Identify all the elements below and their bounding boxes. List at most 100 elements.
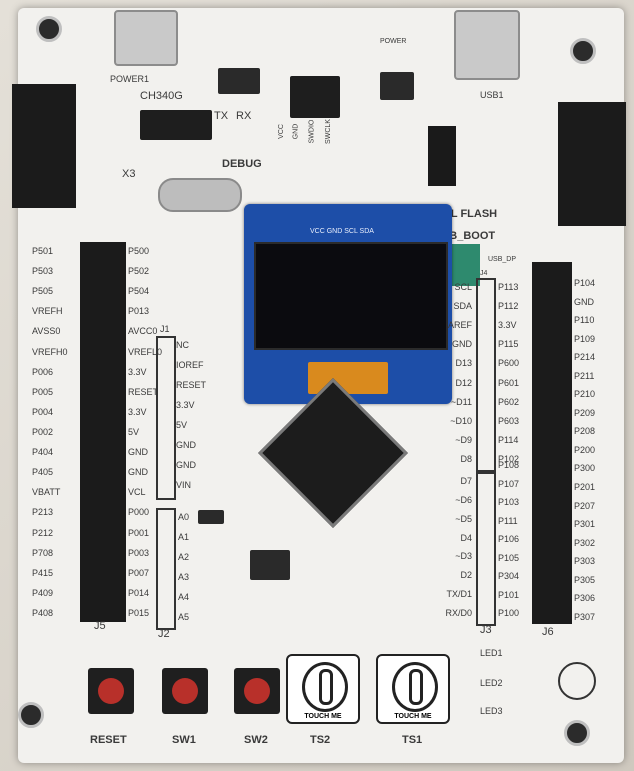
pin-label: P300	[574, 463, 596, 474]
pin-label: P112	[498, 301, 519, 312]
j4-header	[476, 278, 496, 472]
pin-label: GND	[176, 460, 196, 470]
mount-hole	[570, 38, 596, 64]
pin-label: 3.3V	[176, 400, 195, 410]
pin-label: P307	[574, 611, 596, 622]
pin-label: P207	[574, 500, 596, 511]
right-header	[558, 102, 626, 226]
pin-label: D7	[460, 476, 472, 486]
sw2-label: SW2	[244, 734, 268, 746]
oled-ribbon	[450, 244, 480, 286]
pin-label: P415	[32, 567, 54, 578]
pin-label: P504	[128, 286, 150, 297]
pin-label: P502	[128, 266, 150, 277]
pin-label: GND	[574, 296, 594, 307]
pin-label: D4	[460, 532, 472, 543]
pin-label: RESET	[176, 380, 207, 390]
j3-labels: D7 ~D6 ~D5 D4 ~D3 D2 TX/D1 RX/D0	[424, 476, 472, 618]
pin-label: P602	[498, 396, 520, 407]
pin-label: 5V	[176, 420, 188, 430]
mount-hole	[18, 702, 44, 728]
pin-label: ~D9	[455, 434, 472, 445]
reset-label: RESET	[90, 734, 127, 746]
logo-icon	[558, 662, 596, 700]
touch-sensor-ts2[interactable]: TOUCH ME	[286, 654, 360, 724]
pin-label: P305	[574, 574, 596, 585]
pin-label: P006	[32, 366, 54, 377]
pin-label: P408	[32, 607, 54, 618]
pin-label: TX/D1	[446, 589, 472, 600]
touch-icon	[392, 662, 438, 712]
pin-label: VREFL0	[128, 346, 163, 357]
gnd-label: GND	[292, 123, 300, 140]
pin-label: P103	[498, 497, 520, 507]
pin-label: RESET	[128, 386, 159, 397]
pin-label: P013	[128, 306, 150, 317]
pin-label: P003	[128, 547, 150, 558]
touch-sensor-ts1[interactable]: TOUCH ME	[376, 654, 450, 724]
pin-label: P106	[498, 534, 520, 544]
j6-header	[532, 262, 572, 624]
pin-label: AVSS0	[32, 326, 61, 337]
crystal-x1	[198, 510, 224, 524]
pin-label: SCL	[454, 282, 472, 292]
j4-right-labels: P113 P112 3.3V P115 P600 P601 P602 P603 …	[498, 282, 528, 464]
pin-label: VIN	[176, 480, 192, 490]
vcc-label: VCC	[277, 124, 285, 139]
sw2-button[interactable]	[234, 668, 280, 714]
j1-header	[156, 336, 176, 500]
pin-label: P110	[574, 315, 595, 326]
pin-label: P603	[498, 415, 520, 426]
pin-label: AVCC0	[128, 326, 158, 337]
pin-label: ~D11	[450, 396, 472, 407]
usb-dp-label: USB_DP	[488, 256, 517, 263]
jumper-block	[428, 126, 456, 186]
pin-label: P404	[32, 447, 54, 458]
pin-label: P015	[128, 607, 150, 618]
pin-label: A3	[178, 572, 190, 582]
pin-label: P405	[32, 467, 54, 478]
pin-label: ~D5	[455, 513, 472, 524]
pin-label: A2	[178, 552, 190, 562]
button-cap	[98, 678, 124, 704]
crystal-x2	[250, 550, 290, 580]
sw1-button[interactable]	[162, 668, 208, 714]
pin-label: P114	[498, 434, 519, 445]
left-debug-header	[12, 84, 76, 208]
pin-label: P210	[574, 389, 596, 400]
pin-label: 3.3V	[128, 406, 147, 417]
pin-label: P503	[32, 266, 54, 277]
pin-label: P000	[128, 507, 150, 518]
pin-label: P100	[498, 608, 520, 618]
pin-label: 5V	[128, 426, 140, 437]
pin-label: VBATT	[32, 487, 61, 498]
reset-button[interactable]	[88, 668, 134, 714]
pin-label: P208	[574, 426, 596, 437]
swclk-label: SWCLK	[324, 119, 332, 144]
pin-label: P107	[498, 478, 520, 489]
power-led-label: POWER	[380, 38, 407, 45]
j3-label: J3	[480, 624, 492, 636]
pin-label: P213	[32, 507, 54, 518]
crystal-x3	[158, 178, 242, 212]
mount-hole	[564, 720, 590, 746]
oled-screen	[254, 242, 448, 350]
j5-label: J5	[94, 620, 106, 632]
dev-board: POWER1 USB1 POWER CH340G TX RX X3 DEBUG …	[12, 8, 626, 763]
pin-label: P304	[498, 571, 520, 581]
pin-label: P109	[574, 333, 596, 344]
usb-c-connector	[454, 10, 520, 80]
pin-label: P303	[574, 556, 596, 567]
pin-label: P001	[128, 527, 150, 538]
pin-label: GND	[128, 447, 148, 458]
sw1-label: SW1	[172, 734, 196, 746]
j1-label: J1	[160, 324, 170, 334]
voltage-regulator	[290, 76, 340, 118]
debug-label: DEBUG	[222, 158, 262, 170]
pin-label: P301	[574, 519, 596, 530]
pin-label: D8	[460, 453, 472, 464]
usb-c-power-connector	[114, 10, 178, 66]
pin-label: D13	[455, 358, 472, 369]
pin-label: VREFH	[32, 306, 63, 317]
swdio-label: SWDIO	[308, 119, 316, 144]
